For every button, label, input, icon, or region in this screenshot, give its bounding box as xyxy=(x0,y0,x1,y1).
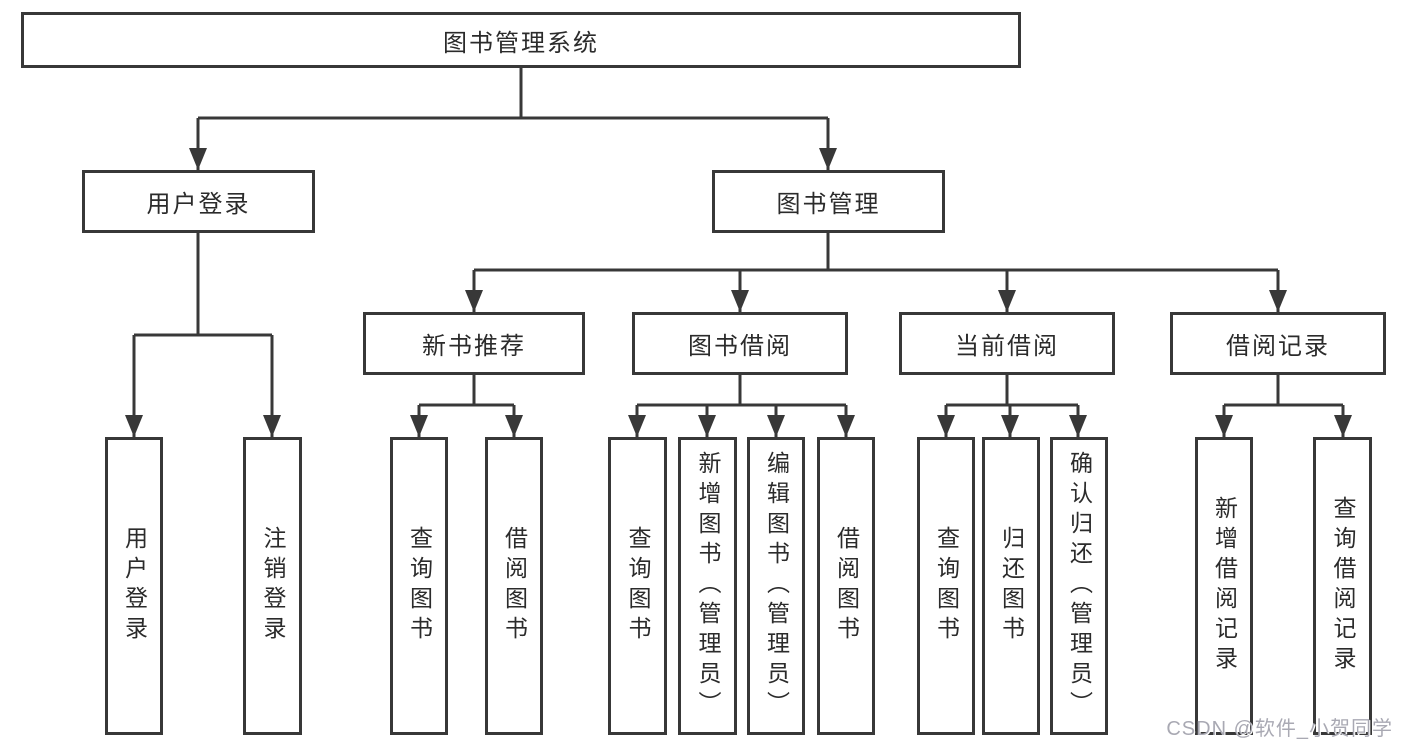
node-borrow-books: 借阅图书 xyxy=(817,437,875,735)
node-label: 编辑图书（管理员） xyxy=(763,451,790,721)
node-query-borrow-record: 查询借阅记录 xyxy=(1313,437,1372,735)
node-logout: 注销登录 xyxy=(243,437,302,735)
node-label: 新增借阅记录 xyxy=(1211,496,1238,676)
node-query-books-recommend: 查询图书 xyxy=(390,437,448,735)
node-user-login-branch: 用户登录 xyxy=(82,170,315,233)
node-current-borrowing: 当前借阅 xyxy=(899,312,1115,375)
node-label: 当前借阅 xyxy=(955,333,1059,360)
node-book-management: 图书管理 xyxy=(712,170,945,233)
node-book-borrowing: 图书借阅 xyxy=(632,312,848,375)
node-label: 用户登录 xyxy=(121,526,148,646)
node-confirm-return-admin: 确认归还（管理员） xyxy=(1050,437,1108,735)
node-label: 借阅图书 xyxy=(501,526,528,646)
node-query-books-current: 查询图书 xyxy=(917,437,975,735)
node-label: 查询图书 xyxy=(933,526,960,646)
node-add-book-admin: 新增图书（管理员） xyxy=(678,437,737,735)
node-label: 借阅记录 xyxy=(1226,333,1330,360)
node-label: 查询图书 xyxy=(406,526,433,646)
node-library-management-system: 图书管理系统 xyxy=(21,12,1021,68)
node-borrow-books-recommend: 借阅图书 xyxy=(485,437,543,735)
node-label: 新增图书（管理员） xyxy=(695,451,721,721)
node-label: 图书管理 xyxy=(776,191,881,218)
node-borrowing-records: 借阅记录 xyxy=(1170,312,1386,375)
node-label: 借阅图书 xyxy=(833,526,860,646)
node-label: 查询图书 xyxy=(625,526,651,646)
node-label: 查询借阅记录 xyxy=(1330,496,1356,676)
node-label: 新书推荐 xyxy=(422,333,526,360)
csdn-watermark: CSDN @软件_小贺同学 xyxy=(1166,718,1393,740)
node-label: 图书管理系统 xyxy=(443,29,599,57)
node-label: 用户登录 xyxy=(146,191,251,218)
node-edit-book-admin: 编辑图书（管理员） xyxy=(747,437,805,735)
node-label: 归还图书 xyxy=(998,526,1025,646)
node-new-book-recommendation: 新书推荐 xyxy=(363,312,585,375)
node-label: 注销登录 xyxy=(260,526,286,646)
node-add-borrow-record: 新增借阅记录 xyxy=(1195,437,1253,735)
node-query-books-borrowing: 查询图书 xyxy=(608,437,667,735)
node-label: 图书借阅 xyxy=(688,333,792,360)
node-user-login: 用户登录 xyxy=(105,437,163,735)
node-return-books: 归还图书 xyxy=(982,437,1040,735)
node-label: 确认归还（管理员） xyxy=(1066,451,1093,721)
